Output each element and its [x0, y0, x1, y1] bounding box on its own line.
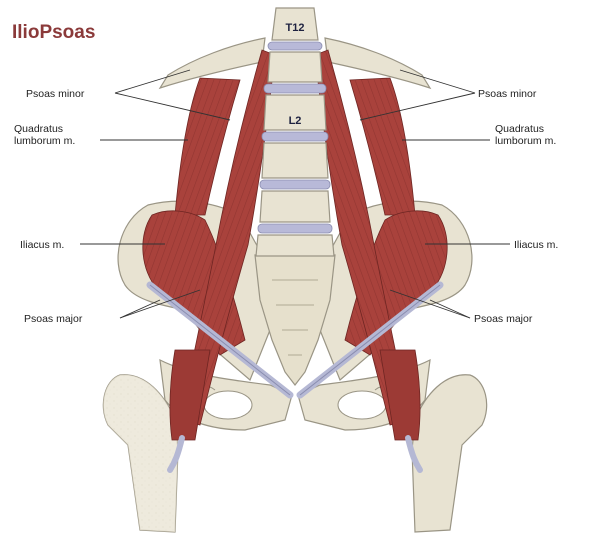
- label-left-quadratus-line2: lumborum m.: [14, 135, 75, 147]
- label-left-iliacus: Iliacus m.: [20, 239, 64, 251]
- label-right-quadratus-line1: Quadratus: [495, 123, 544, 135]
- label-left-psoas-minor: Psoas minor: [26, 88, 85, 100]
- label-left-psoas-major: Psoas major: [24, 313, 83, 325]
- label-right-psoas-minor: Psoas minor: [478, 88, 537, 100]
- diagram-title: IlioPsoas: [12, 22, 95, 43]
- label-right-quadratus-line2: lumborum m.: [495, 135, 556, 147]
- label-left-quadratus-line1: Quadratus: [14, 123, 63, 135]
- vertebra-label-l2: L2: [289, 115, 302, 127]
- vertebral-column: [256, 8, 334, 256]
- label-right-psoas-major: Psoas major: [474, 313, 533, 325]
- label-right-iliacus: Iliacus m.: [514, 239, 558, 251]
- sacrum: [255, 255, 335, 385]
- vertebra-label-t12: T12: [286, 22, 305, 34]
